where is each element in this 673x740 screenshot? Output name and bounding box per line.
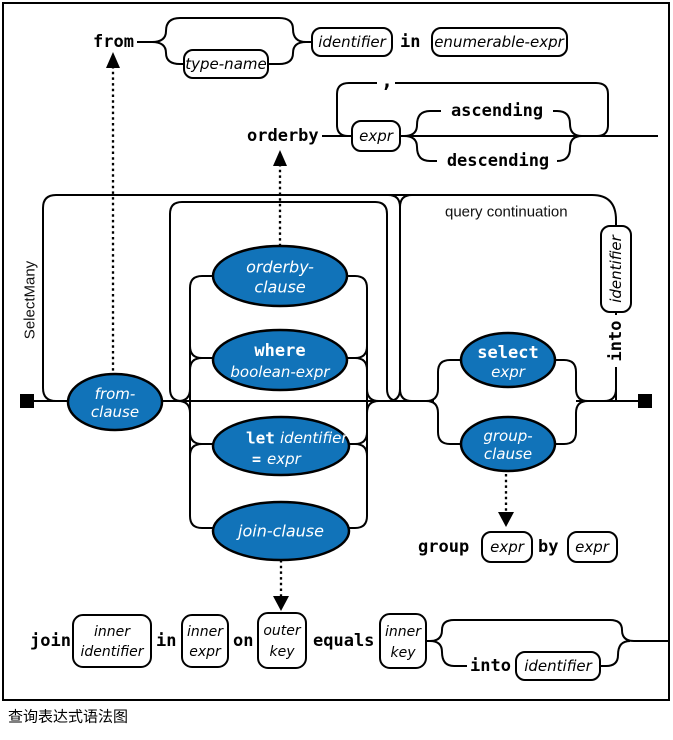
start-terminal <box>20 394 34 408</box>
identifier-box <box>311 27 393 57</box>
let-expr-label: expr <box>267 450 302 468</box>
in-keyword: in <box>400 32 420 52</box>
where-clause-node: where boolean-expr <box>211 328 349 392</box>
figure-caption: 查询表达式语法图 <box>8 709 128 726</box>
join-inner-key-label-1: inner <box>385 624 422 640</box>
group-clause-node: group- clause <box>459 415 557 473</box>
where-keyword: where <box>254 341 305 361</box>
descending-keyword: descending <box>447 151 549 171</box>
type-name-box <box>183 49 269 79</box>
select-keyword: select <box>477 343 538 363</box>
orderby-keyword: orderby <box>247 126 319 146</box>
join-into-keyword: into <box>470 656 511 676</box>
arrow-down-icon <box>273 596 289 611</box>
let-identifier-label: identifier <box>280 429 348 447</box>
join-keyword: join <box>30 631 71 651</box>
type-name-label: type-name <box>185 55 266 73</box>
from-keyword: from <box>93 32 134 52</box>
end-terminal <box>638 394 652 408</box>
join-inner-identifier-label-2: identifier <box>80 644 144 660</box>
group-clause-label-1: group- <box>483 427 532 445</box>
main-rule: SelectMany query continuation identifier… <box>20 52 652 562</box>
join-outer-key-label-1: outer <box>263 623 302 639</box>
group-rule: group expr by expr <box>418 474 618 563</box>
orderby-clause-arrow <box>273 150 287 246</box>
join-on-keyword: on <box>233 631 253 651</box>
ascending-keyword: ascending <box>451 101 543 121</box>
join-clause-arrow <box>273 560 289 611</box>
where-expr-label: boolean-expr <box>230 363 330 381</box>
join-into-identifier-label: identifier <box>524 657 592 675</box>
from-clause-label-1: from- <box>95 385 136 403</box>
orderby-clause-label-1: orderby- <box>246 258 314 277</box>
join-rule: join inner identifier in inner expr on o… <box>30 560 668 681</box>
orderby-clause-label-2: clause <box>254 278 306 297</box>
let-keyword: let <box>246 429 275 448</box>
query-continuation-label: query continuation <box>445 204 568 221</box>
join-inner-identifier-box <box>72 614 152 668</box>
selectmany-label: SelectMany <box>22 260 39 339</box>
let-equals-sign: = <box>252 450 261 468</box>
from-clause-arrow <box>106 52 120 374</box>
orderby-rule: orderby , expr ascending descending <box>247 68 658 171</box>
arrow-down-icon <box>498 512 514 527</box>
join-inner-expr-label-2: expr <box>189 644 222 660</box>
join-in-keyword: in <box>156 631 176 651</box>
arrow-up-icon <box>106 52 120 68</box>
join-inner-key-label-2: key <box>390 645 416 661</box>
orderby-clause-node: orderby- clause <box>211 244 349 308</box>
group-expr-box-1 <box>481 531 533 563</box>
group-keyword: group <box>418 537 469 557</box>
group-expr-box-2 <box>567 531 618 563</box>
group-clause-arrow <box>498 474 514 527</box>
comma-separator: , <box>381 68 393 92</box>
from-clause-label-2: clause <box>91 403 139 421</box>
continuation-identifier-label: identifier <box>607 234 625 302</box>
join-outer-key-label-2: key <box>269 644 295 660</box>
join-clause-node: join-clause <box>211 500 351 562</box>
into-keyword: into <box>606 321 626 362</box>
enumerable-expr-label: enumerable-expr <box>434 33 564 51</box>
arrow-up-icon <box>273 150 287 166</box>
enumerable-expr-box <box>431 27 568 57</box>
orderby-expr-label: expr <box>359 127 394 145</box>
join-inner-expr-label-1: inner <box>187 624 224 640</box>
equals-keyword: equals <box>313 631 374 651</box>
select-clause-node: select expr <box>459 331 557 389</box>
group-expr-label-1: expr <box>490 538 525 556</box>
from-rule: from type-name identifier in enumerable-… <box>93 17 568 79</box>
join-outer-key-box <box>257 612 307 669</box>
join-inner-expr-box <box>181 614 229 668</box>
identifier-label: identifier <box>318 33 386 51</box>
group-clause-label-2: clause <box>484 445 532 463</box>
join-inner-identifier-label-1: inner <box>94 624 131 640</box>
from-clause-node: from- clause <box>66 372 164 432</box>
select-expr-label: expr <box>491 363 526 381</box>
join-clause-label: join-clause <box>236 522 324 541</box>
let-clause-node: let identifier = expr <box>211 415 351 477</box>
group-expr-label-2: expr <box>575 538 610 556</box>
by-keyword: by <box>538 537 558 557</box>
